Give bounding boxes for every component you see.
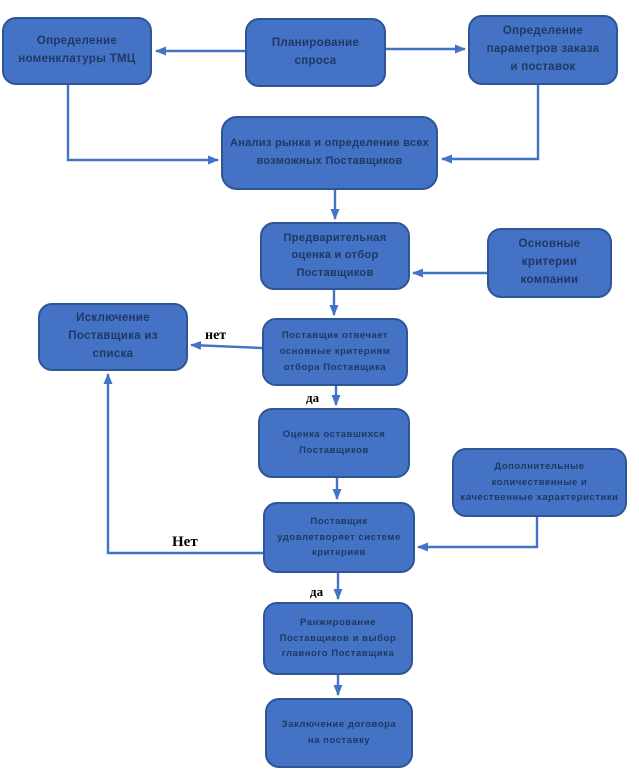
node-demand-planning: Планирование спроса <box>245 18 386 87</box>
edge-label-net-1: нет <box>205 328 227 343</box>
connector-order-parameters-to-market-analysis <box>441 84 540 164</box>
node-contract: Заключение договора на поставку <box>265 698 413 768</box>
connector-basic-check-to-exclude <box>190 340 263 350</box>
node-preliminary-evaluation: Предварительная оценка и отбор Поставщик… <box>260 222 410 290</box>
node-market-analysis: Анализ рынка и определение всех возможны… <box>221 116 438 190</box>
node-meets-criteria-system: Поставщик удовлетворяет системе критерие… <box>263 502 415 573</box>
edge-label-net-2: Нет <box>172 534 198 550</box>
node-meets-basic-criteria: Поставщик отвечает основные критериям от… <box>262 318 408 386</box>
connector-additional-to-system-check <box>417 516 539 552</box>
node-exclude-supplier: Исключение Поставщика из списка <box>38 303 188 371</box>
node-define-nomenclature: Определение номенклатуры ТМЦ <box>2 17 152 85</box>
node-ranking: Ранжирование Поставщиков и выбор главног… <box>263 602 413 675</box>
edge-label-da-1: да <box>306 390 320 405</box>
node-order-parameters: Определение параметров заказа и поставок <box>468 15 618 85</box>
connector-system-check-to-exclude <box>103 373 264 555</box>
node-evaluate-remaining: Оценка оставшихся Поставщиков <box>258 408 410 478</box>
node-additional-characteristics: Дополнительные количественные и качестве… <box>452 448 627 517</box>
connector-nomenclature-to-market-analysis <box>66 84 219 165</box>
node-company-criteria: Основные критерии компании <box>487 228 612 298</box>
edge-label-da-2: да <box>310 584 324 599</box>
